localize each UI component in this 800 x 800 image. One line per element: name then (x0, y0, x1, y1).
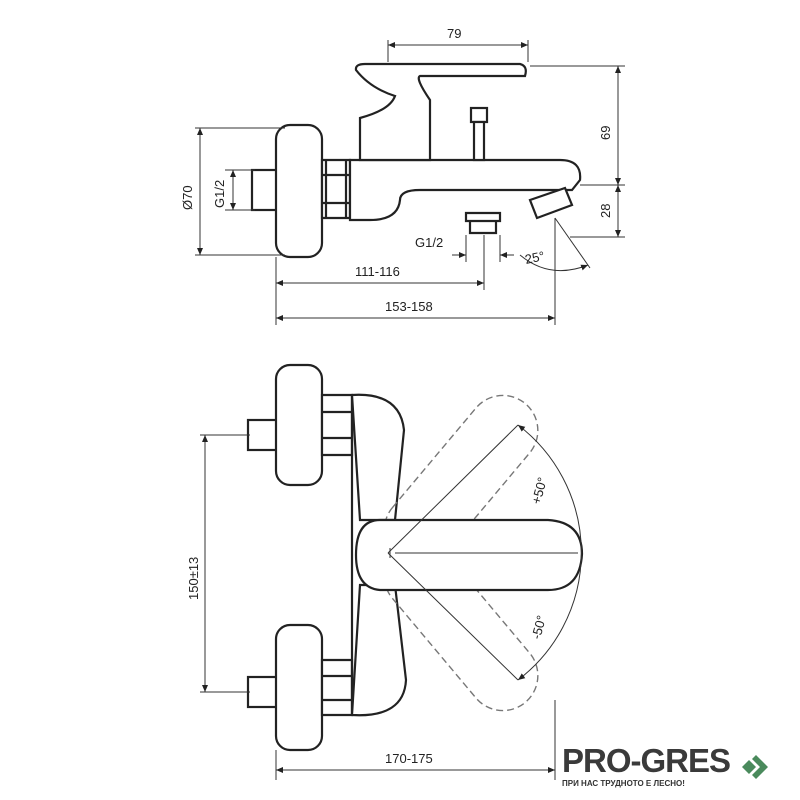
lower-hex-nut (320, 658, 354, 717)
mixer-body (350, 393, 408, 717)
dim-height-upper: 69 (598, 126, 613, 140)
dim-inlet-spacing: 150±13 (186, 557, 201, 600)
dim-lever-length: 79 (447, 26, 461, 41)
logo-name: PRO-GRES (562, 742, 731, 779)
dim-spout-projection: 153-158 (385, 299, 433, 314)
lower-inlet-nipple (246, 675, 280, 709)
dim-outlet-distance: 111-116 (355, 264, 400, 279)
side-view: 79 69 28 Ø70 G1/2 G1/2 111-116 153-158 2… (180, 26, 625, 325)
dim-outlet-thread: G1/2 (415, 235, 443, 250)
dim-total-projection: 170-175 (385, 751, 433, 766)
diverter-stem (472, 120, 486, 162)
hex-nut (320, 158, 352, 220)
lever-handle (354, 62, 527, 162)
spout-body (348, 158, 582, 222)
dim-lever-minus: -50° (528, 614, 549, 641)
lower-wall-flange (274, 623, 324, 752)
logo-tagline: ПРИ НАС ТРУДНОТО Е ЛЕСНО! (562, 779, 685, 788)
dim-height-lower: 28 (598, 204, 613, 218)
upper-inlet-nipple (246, 418, 280, 452)
dim-flange-diameter: Ø70 (180, 185, 195, 210)
upper-hex-nut (320, 393, 354, 457)
dim-inlet-thread: G1/2 (212, 180, 227, 208)
brand-logo: PRO-GRES ПРИ НАС ТРУДНОТО Е ЛЕСНО! (562, 742, 731, 788)
upper-wall-flange (274, 363, 324, 487)
top-view: +50° -50° 150±13 170-175 (186, 363, 584, 780)
logo-chevron-icon (742, 755, 768, 779)
dim-lever-plus: +50° (528, 476, 550, 506)
diverter-knob (469, 106, 489, 124)
wall-flange (274, 123, 324, 259)
dim-spout-angle: 25° (524, 248, 546, 267)
lever-handle-top (354, 518, 584, 592)
bottom-outlet (464, 211, 502, 235)
inlet-nipple (250, 168, 280, 212)
aerator (528, 186, 574, 220)
